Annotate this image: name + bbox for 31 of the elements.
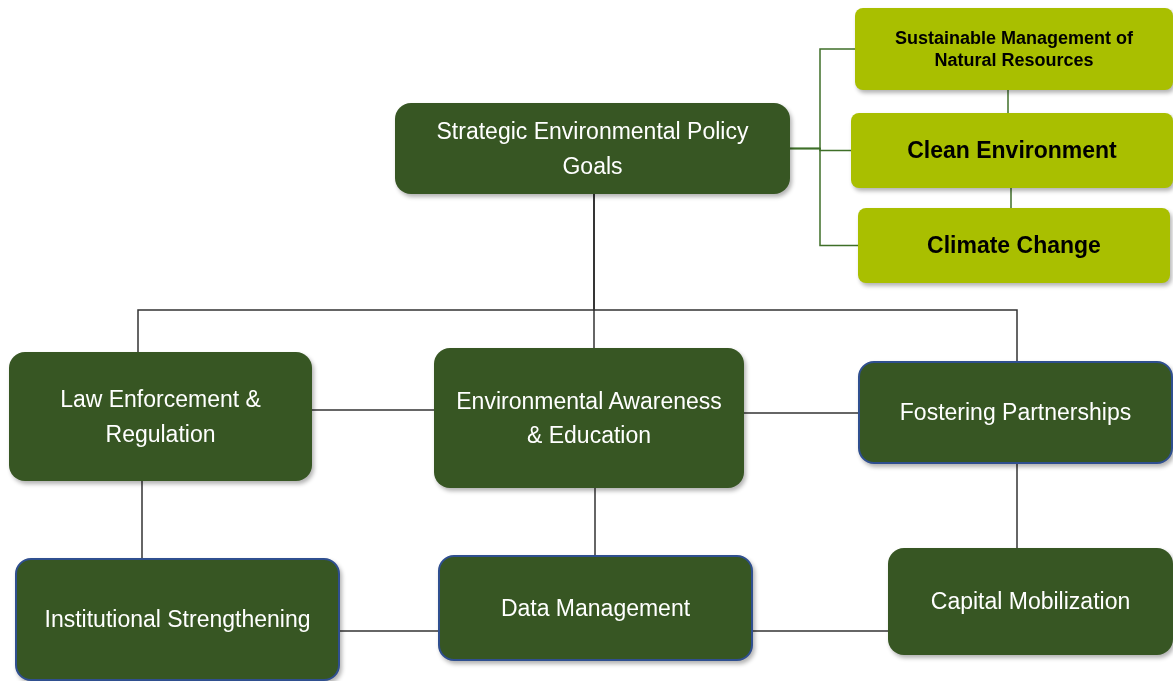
connector-line [1010,187,1012,209]
connector-line [339,630,439,632]
process-box [858,361,1173,464]
connector-line [789,147,859,247]
box-label: Sustainable Management of Natural Resources [893,26,1134,72]
box-label: Environmental Awareness & Education [455,386,723,450]
box-label: Data Management [500,593,691,623]
box-label: Strategic Environmental Policy Goals [435,117,750,181]
process-box [434,348,744,488]
process-box [888,548,1173,655]
box-label: Climate Change [927,231,1101,261]
connector-line [743,412,859,414]
process-box [851,113,1173,188]
box-label: Capital Mobilization [930,587,1131,617]
box-label: Fostering Partnerships [899,398,1132,428]
connector-line [141,480,143,559]
box-label: Clean Environment [907,136,1117,166]
connector-line [1007,89,1009,114]
process-box [858,208,1170,283]
connector-line [311,409,435,411]
connector-line [752,630,889,632]
connector-line [1016,463,1018,549]
connector-line [593,193,1018,362]
process-box [9,352,312,481]
process-box [438,555,753,661]
box-label: Institutional Strengthening [44,605,311,635]
connector-line [594,487,596,556]
process-box [855,8,1173,90]
process-box [395,103,790,194]
box-label: Law Enforcement & Regulation [59,385,262,449]
process-box [15,558,340,681]
